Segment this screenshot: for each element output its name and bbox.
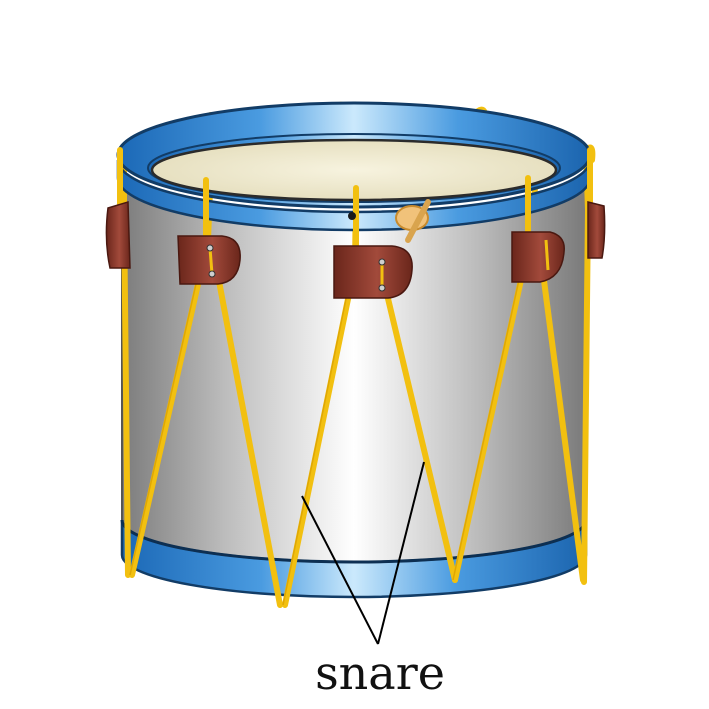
snare-pointer-lines	[301, 461, 425, 645]
leather-ears	[105, 201, 606, 299]
snare-label: snare	[315, 646, 445, 700]
leather-ear-right-edge	[587, 201, 606, 259]
leather-ear-3	[511, 231, 565, 283]
ear-lacing	[206, 239, 550, 292]
leather-ear-left-edge	[105, 201, 131, 269]
leather-ear-2	[333, 245, 413, 299]
leather-ear-1	[177, 235, 241, 285]
tension-screw-icon	[348, 199, 431, 243]
rope-shading	[129, 239, 527, 606]
